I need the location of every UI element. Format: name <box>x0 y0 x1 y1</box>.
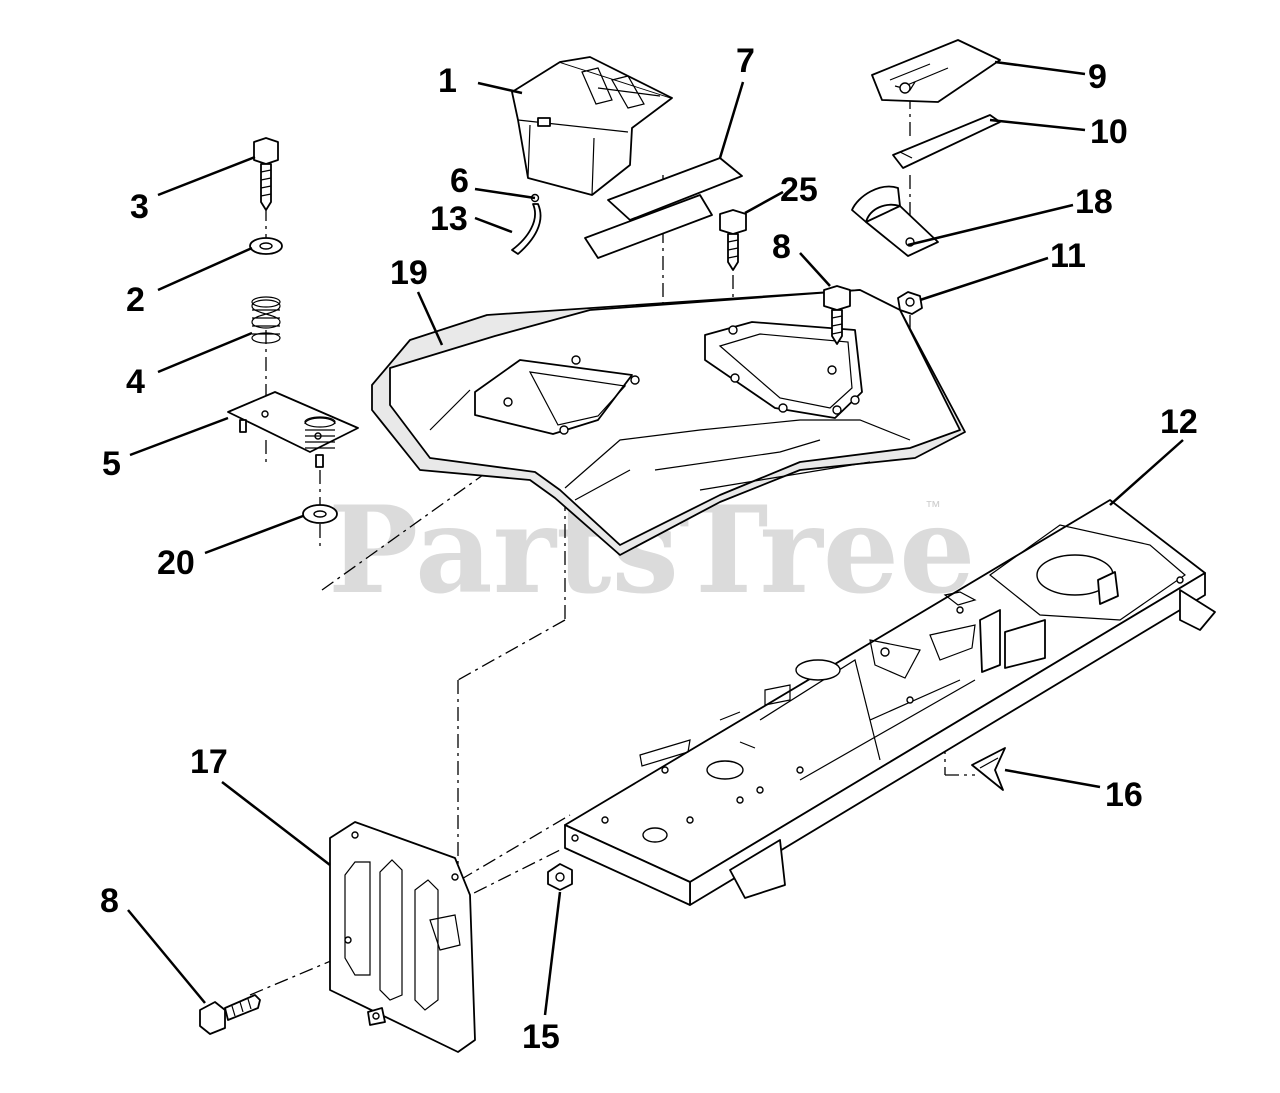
callout-4: 4 <box>126 363 145 401</box>
leader-lines <box>127 60 1184 1016</box>
callout-7: 7 <box>736 42 755 80</box>
callout-6: 6 <box>450 162 469 200</box>
pedal-bracket-18 <box>851 185 939 257</box>
callout-1: 1 <box>438 62 457 100</box>
callout-11: 11 <box>1050 237 1086 275</box>
bolt-8-lower <box>199 994 261 1035</box>
washer-2 <box>249 237 283 255</box>
pedal-pad-9 <box>871 39 1001 103</box>
callout-3: 3 <box>130 188 149 226</box>
callout-8-lower: 8 <box>100 882 119 920</box>
hose <box>511 203 542 255</box>
callout-labels: 1 7 9 10 3 6 25 18 13 8 11 2 19 4 12 5 2… <box>100 42 1198 1056</box>
battery-box <box>511 56 673 196</box>
watermark-trademark: ™ <box>925 499 941 516</box>
callout-25: 25 <box>780 171 818 209</box>
seat-plate-5 <box>227 391 359 468</box>
nut-11 <box>897 291 923 315</box>
callout-10: 10 <box>1090 113 1128 151</box>
decal-arrow-16 <box>971 747 1006 791</box>
callout-8-upper: 8 <box>772 228 791 266</box>
callout-5: 5 <box>102 445 121 483</box>
callout-15: 15 <box>522 1018 560 1056</box>
front-bracket-17 <box>329 821 476 1053</box>
callout-17: 17 <box>190 743 228 781</box>
callout-12: 12 <box>1160 403 1198 441</box>
bolt-3 <box>253 137 279 211</box>
frame-12 <box>564 499 1216 906</box>
callout-2: 2 <box>126 281 145 319</box>
spring-4 <box>251 296 281 344</box>
bolt-25 <box>719 209 747 271</box>
callout-19: 19 <box>390 254 428 292</box>
body-pan-19 <box>371 289 966 556</box>
washer-20 <box>302 504 338 524</box>
callout-16: 16 <box>1105 776 1143 814</box>
callout-20: 20 <box>157 544 195 582</box>
bolt-8-upper <box>823 285 851 345</box>
callout-9: 9 <box>1088 58 1107 96</box>
callout-18: 18 <box>1075 183 1113 221</box>
callout-13: 13 <box>430 200 468 238</box>
decal <box>584 157 743 259</box>
nut-15 <box>547 863 573 891</box>
bracket-10 <box>892 114 1001 169</box>
